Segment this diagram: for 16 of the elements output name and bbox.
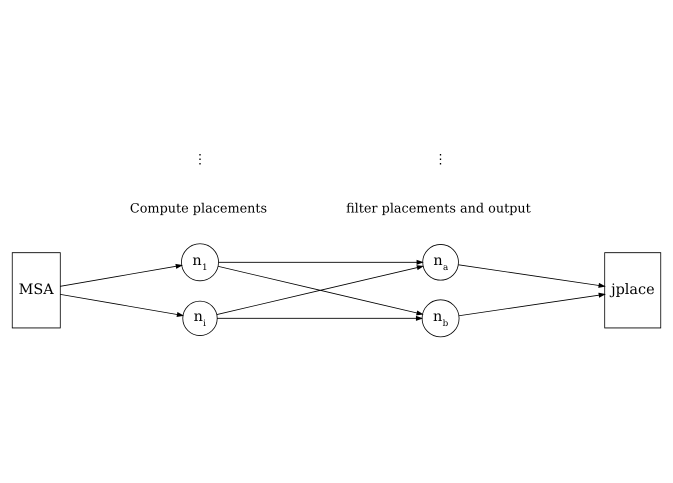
arrow <box>458 264 606 288</box>
node-box: MSA <box>12 252 61 328</box>
node-circle: n$_{i}$ <box>182 300 218 336</box>
arrow <box>218 260 424 265</box>
label: ⋮ <box>434 152 448 168</box>
arrow <box>60 294 184 317</box>
node-circle: n$_{a}$ <box>422 244 459 281</box>
arrow <box>458 292 606 316</box>
arrow <box>60 264 183 287</box>
node-circle: n$_{b}$ <box>422 299 460 338</box>
node-box: jplace <box>604 252 662 328</box>
arrow <box>216 316 424 321</box>
node-circle: n$_{1}$ <box>181 243 219 282</box>
label: Compute placements <box>130 201 268 216</box>
label: filter placements and output <box>346 201 531 216</box>
label: ⋮ <box>194 152 207 168</box>
